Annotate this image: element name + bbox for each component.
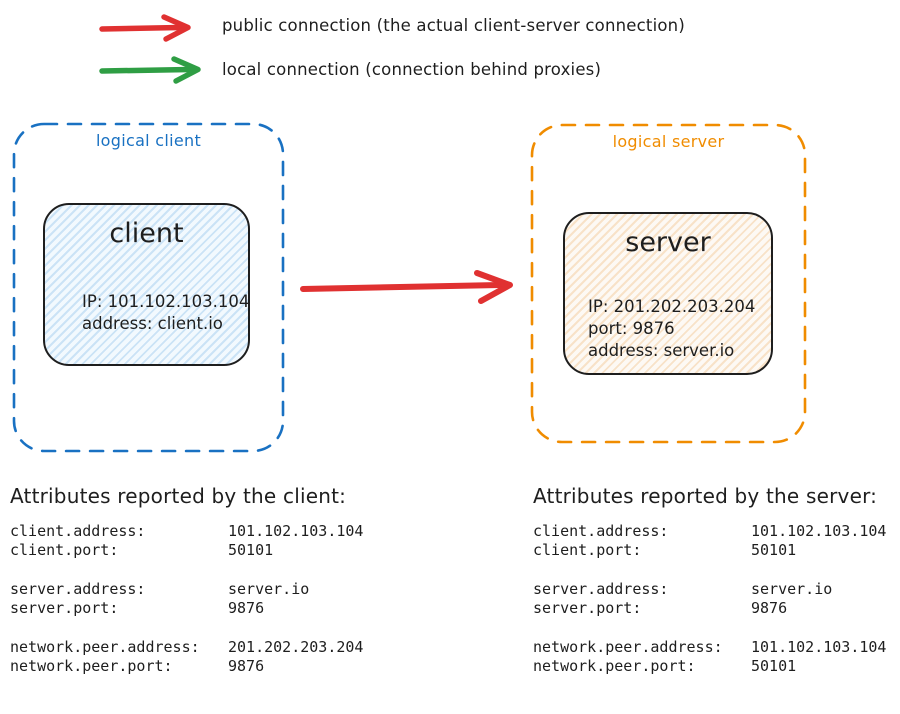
server-attributes-panel: Attributes reported by the server: clien… <box>533 484 886 696</box>
attr-value: 101.102.103.104 <box>228 522 364 540</box>
attr-value: 50101 <box>751 541 797 559</box>
attr-key: client.address: <box>533 522 669 540</box>
attr-key: network.peer.address: <box>533 638 723 656</box>
legend-public-label: public connection (the actual client-ser… <box>222 16 685 35</box>
table-row: client.address: 101.102.103.104 <box>533 522 886 541</box>
table-row: network.peer.port: 50101 <box>533 657 886 676</box>
client-attributes-rows: client.address: 101.102.103.104 client.p… <box>10 522 363 676</box>
server-address-line: address: server.io <box>588 341 735 360</box>
attr-value: 50101 <box>228 541 274 559</box>
attr-key: client.port: <box>10 541 119 559</box>
logical-server-group: logical server <box>530 123 807 444</box>
attr-value: 101.102.103.104 <box>751 638 887 656</box>
client-server-connection-arrow-icon <box>300 270 513 304</box>
server-ip-line: IP: 201.202.203.204 <box>588 297 756 316</box>
attr-group-client: client.address: 101.102.103.104 client.p… <box>10 522 363 560</box>
legend-public-arrow-icon <box>99 14 191 42</box>
server-node-title: server <box>625 227 711 258</box>
table-row: network.peer.address: 101.102.103.104 <box>533 638 886 657</box>
attr-value: 9876 <box>751 599 788 617</box>
server-attributes-heading: Attributes reported by the server: <box>533 484 878 508</box>
client-ip-line: IP: 101.102.103.104 <box>82 292 250 311</box>
server-node-details: IP: 201.202.203.204 port: 9876 address: … <box>588 296 755 362</box>
table-row: network.peer.address: 201.202.203.204 <box>10 638 363 657</box>
attr-key: client.port: <box>533 541 642 559</box>
attr-key: network.peer.port: <box>533 657 696 675</box>
attr-value: 50101 <box>751 657 797 675</box>
table-row: network.peer.port: 9876 <box>10 657 363 676</box>
table-row: server.port: 9876 <box>533 599 886 618</box>
table-row: client.port: 50101 <box>533 541 886 560</box>
attr-key: network.peer.address: <box>10 638 200 656</box>
server-port-line: port: 9876 <box>588 319 675 338</box>
table-row: server.port: 9876 <box>10 599 363 618</box>
attr-value: 201.202.203.204 <box>228 638 364 656</box>
client-node-title: client <box>109 218 184 249</box>
attr-value: server.io <box>228 580 310 598</box>
attr-value: 9876 <box>228 657 265 675</box>
client-attributes-panel: Attributes reported by the client: clien… <box>10 484 363 696</box>
logical-client-label: logical client <box>95 131 202 150</box>
attr-value: 9876 <box>228 599 265 617</box>
attr-key: server.address: <box>533 580 669 598</box>
legend-local-label: local connection (connection behind prox… <box>222 60 602 79</box>
table-row: server.address: server.io <box>533 580 886 599</box>
attr-key: server.port: <box>10 599 119 617</box>
client-address-line: address: client.io <box>82 314 223 333</box>
attr-group-server: server.address: server.io server.port: 9… <box>10 580 363 618</box>
attr-value: 101.102.103.104 <box>751 522 887 540</box>
client-attributes-heading: Attributes reported by the client: <box>10 484 347 508</box>
logical-client-dashed-border <box>12 122 285 453</box>
table-row: server.address: server.io <box>10 580 363 599</box>
legend-local-arrow-icon <box>99 56 201 84</box>
logical-server-dashed-border <box>530 123 807 444</box>
logical-client-group: logical client <box>12 122 285 453</box>
table-row: client.address: 101.102.103.104 <box>10 522 363 541</box>
attr-group-network-peer: network.peer.address: 101.102.103.104 ne… <box>533 638 886 676</box>
server-node: server IP: 201.202.203.204 port: 9876 ad… <box>563 212 773 375</box>
attr-key: client.address: <box>10 522 146 540</box>
client-node: client IP: 101.102.103.104 address: clie… <box>43 203 250 366</box>
table-row: client.port: 50101 <box>10 541 363 560</box>
logical-server-label: logical server <box>612 132 725 151</box>
server-attributes-rows: client.address: 101.102.103.104 client.p… <box>533 522 886 676</box>
attr-group-network-peer: network.peer.address: 201.202.203.204 ne… <box>10 638 363 676</box>
attr-key: server.address: <box>10 580 146 598</box>
attr-group-server: server.address: server.io server.port: 9… <box>533 580 886 618</box>
attr-group-client: client.address: 101.102.103.104 client.p… <box>533 522 886 560</box>
attr-key: server.port: <box>533 599 642 617</box>
attr-key: network.peer.port: <box>10 657 173 675</box>
attr-value: server.io <box>751 580 833 598</box>
client-node-details: IP: 101.102.103.104 address: client.io <box>82 291 249 335</box>
